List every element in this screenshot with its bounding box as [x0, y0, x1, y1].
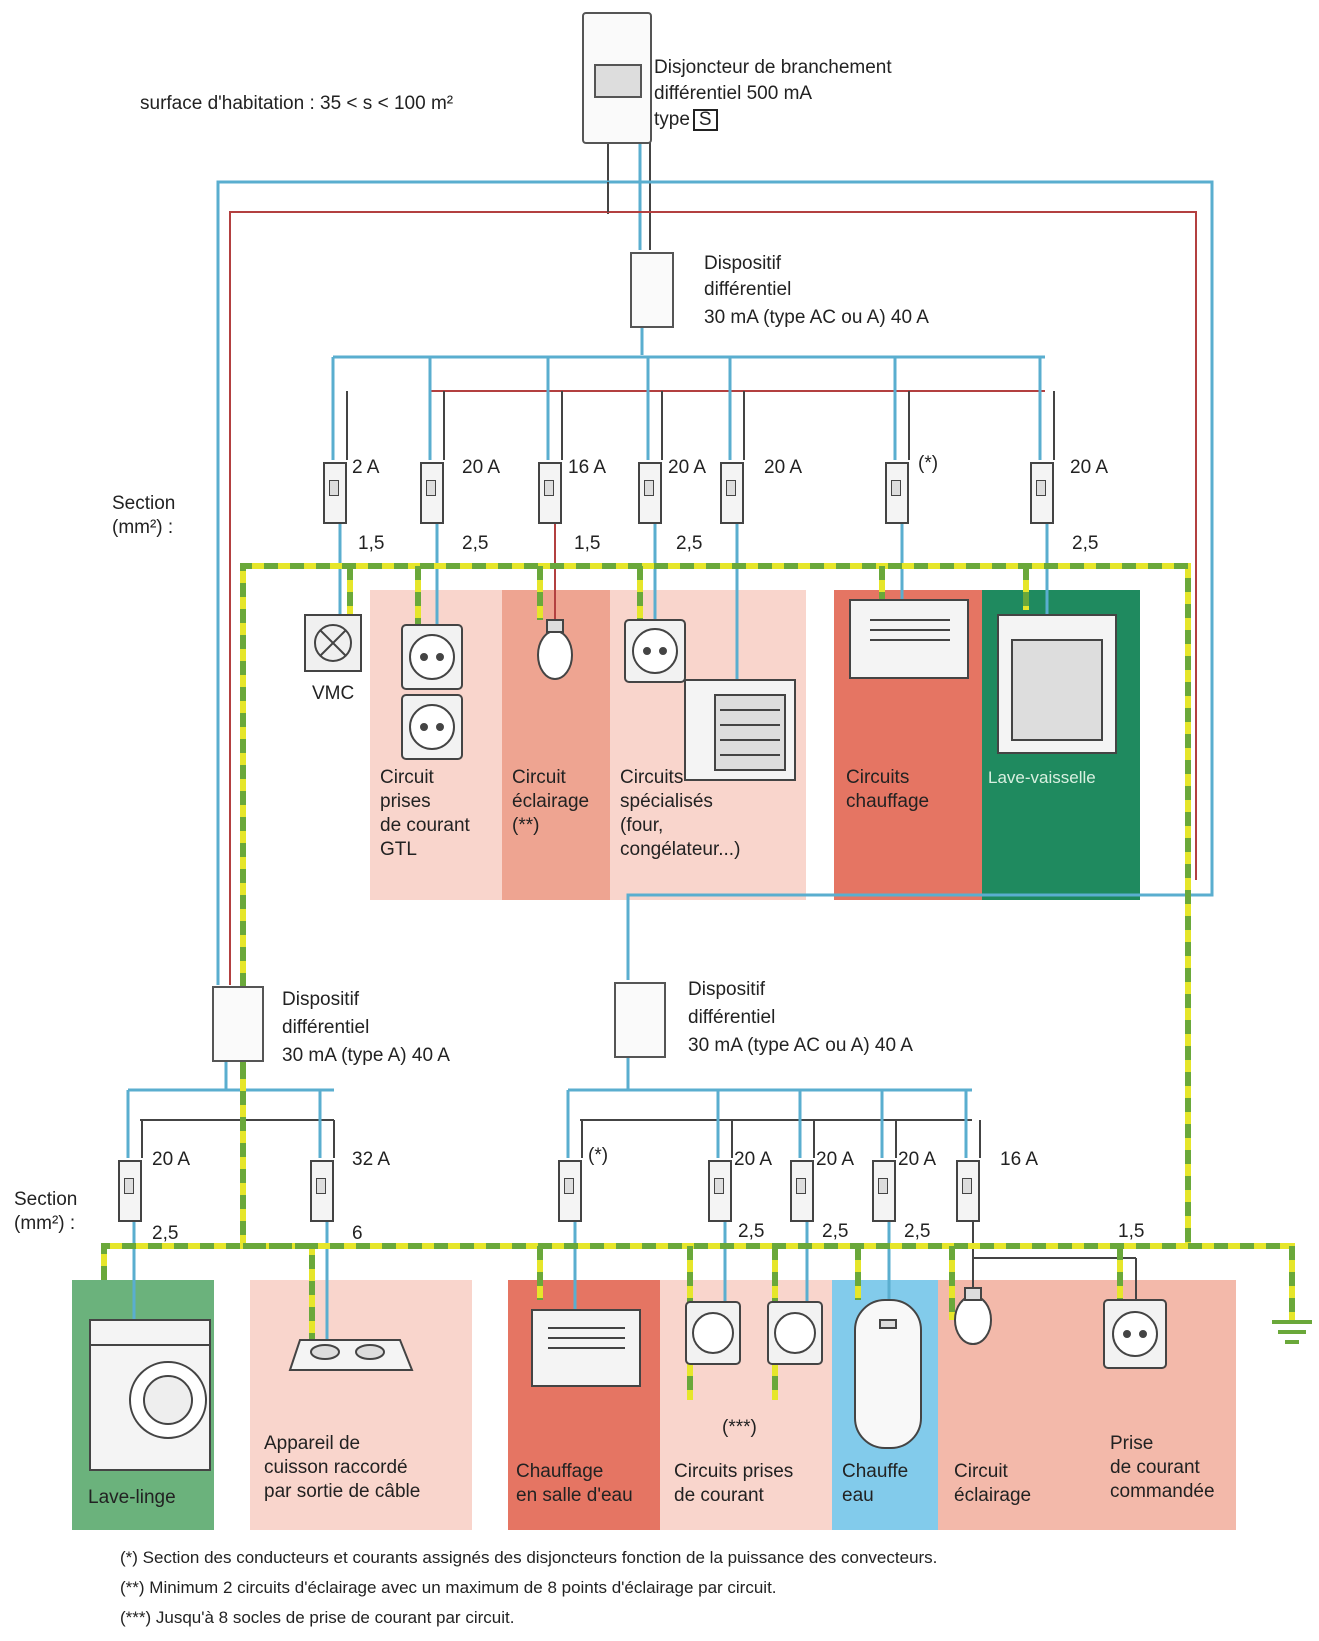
convector-sde-icon [531, 1309, 641, 1387]
diff-left-label-1: Dispositif [282, 989, 360, 1010]
br-rating: 20 A [816, 1149, 855, 1170]
main-breaker-type-prefix: type [654, 109, 690, 130]
diff-left-label-2: différentiel [282, 1017, 370, 1038]
top-rating: 20 A [1070, 457, 1109, 478]
top-section: 2,5 [462, 533, 489, 554]
surface-label: surface d'habitation : 35 < s < 100 m² [140, 93, 454, 114]
label-lave-vaisselle: Lave-vaisselle [988, 768, 1096, 787]
top-rating: 20 A [462, 457, 501, 478]
br-section: 1,5 [1118, 1221, 1145, 1242]
washing-machine-icon [89, 1319, 211, 1471]
breaker-cuisson [310, 1160, 334, 1222]
br-section: 2,5 [822, 1221, 849, 1242]
oven-icon [684, 679, 796, 781]
diff-device-top [630, 252, 674, 328]
diff-device-right [614, 982, 666, 1058]
label-prises-gtl: Circuit prises de courant GTL [380, 767, 470, 860]
main-breaker-label-1: Disjoncteur de branchement [654, 57, 892, 78]
label-chauffe-eau: Chauffe eau [842, 1461, 909, 1506]
dishwasher-icon [997, 614, 1117, 754]
br-rating: (*) [588, 1145, 609, 1166]
breaker-prises-1 [708, 1160, 732, 1222]
main-breaker-label-2: différentiel 500 mA [654, 83, 813, 104]
panel-cuisson [250, 1280, 472, 1530]
diff-top-label-1: Dispositif [704, 253, 782, 274]
br-section: 2,5 [904, 1221, 931, 1242]
label-prise-commandee: Prise de courant commandée [1110, 1433, 1215, 1502]
diff-left-label-3: 30 mA (type A) 40 A [282, 1045, 450, 1066]
breaker-chauffage-sde [558, 1160, 582, 1222]
label-eclairage-bas: Circuit éclairage [954, 1461, 1032, 1506]
breaker-vmc [323, 462, 347, 524]
breaker-chauffage [885, 462, 909, 524]
bulb-icon [537, 619, 573, 680]
bl-section: 2,5 [152, 1223, 179, 1244]
footnote-3: (***) Jusqu'à 8 socles de prise de coura… [120, 1608, 515, 1627]
label-cuisson: Appareil de cuisson raccordé par sortie … [264, 1433, 421, 1502]
bl-rating: 20 A [152, 1149, 191, 1170]
top-rating: 2 A [352, 457, 380, 478]
diff-right-label-2: différentiel [688, 1007, 776, 1028]
socket-icon [401, 624, 463, 760]
top-rating: 16 A [568, 457, 607, 478]
vmc-icon [304, 614, 362, 672]
bus-red [229, 211, 1197, 985]
breaker-lave-linge [118, 1160, 142, 1222]
br-rating: 20 A [734, 1149, 773, 1170]
diff-top-label-2: différentiel [704, 279, 792, 300]
diff-right-label-3: 30 mA (type AC ou A) 40 A [688, 1035, 913, 1056]
bl-rating: 32 A [352, 1149, 391, 1170]
label-chauffage: Circuits chauffage [846, 767, 930, 812]
bulb-bottom-icon [954, 1287, 992, 1345]
convector-icon [849, 599, 969, 679]
socket-bottom-icon [685, 1301, 823, 1365]
footnote-1: (*) Section des conducteurs et courants … [120, 1548, 938, 1567]
top-section: 1,5 [358, 533, 385, 554]
earth-symbol-icon [1272, 1320, 1312, 1344]
label-lave-linge: Lave-linge [88, 1487, 176, 1508]
breaker-prises-2 [790, 1160, 814, 1222]
main-breaker-type-value: S [692, 109, 718, 131]
commanded-socket-icon [1103, 1299, 1167, 1369]
section-label-bottom: Section (mm²) : [14, 1189, 78, 1234]
breaker-eclairage [538, 462, 562, 524]
breaker-prises-gtl [420, 462, 444, 524]
label-vmc: VMC [312, 683, 355, 704]
top-rating: 20 A [668, 457, 707, 478]
breaker-specialise-1 [638, 462, 662, 524]
diff-top-label-3: 30 mA (type AC ou A) 40 A [704, 307, 929, 328]
breaker-chauffe-eau [872, 1160, 896, 1222]
breaker-lave-vaisselle [1030, 462, 1054, 524]
top-rating: (*) [918, 453, 939, 474]
footnote-2: (**) Minimum 2 circuits d'éclairage avec… [120, 1578, 777, 1597]
label-eclairage: Circuit éclairage (**) [512, 767, 590, 836]
top-rating: 20 A [764, 457, 803, 478]
cooktop-icon [288, 1339, 414, 1371]
main-breaker-device [582, 12, 652, 144]
br-rating: 20 A [898, 1149, 937, 1170]
bl-section: 6 [352, 1223, 363, 1244]
breaker-eclairage-bas [956, 1160, 980, 1222]
label-prises: Circuits prises de courant [674, 1461, 794, 1506]
diff-device-left [212, 986, 264, 1062]
earth-conductors [101, 563, 1295, 1400]
label-specialises: Circuits spécialisés (four, congélateur.… [620, 767, 741, 860]
top-section: 2,5 [1072, 533, 1099, 554]
label-prises-note: (***) [722, 1417, 757, 1438]
diff-right-label-1: Dispositif [688, 979, 766, 1000]
breaker-specialise-2 [720, 462, 744, 524]
br-rating: 16 A [1000, 1149, 1039, 1170]
top-section: 1,5 [574, 533, 601, 554]
br-section: 2,5 [738, 1221, 765, 1242]
label-chauffage-sde: Chauffage en salle d'eau [516, 1461, 633, 1506]
water-heater-icon [854, 1299, 922, 1449]
socket-specialise-icon [624, 619, 686, 683]
bus-blue [216, 180, 1214, 985]
top-section: 2,5 [676, 533, 703, 554]
section-label-top: Section (mm²) : [112, 493, 176, 538]
